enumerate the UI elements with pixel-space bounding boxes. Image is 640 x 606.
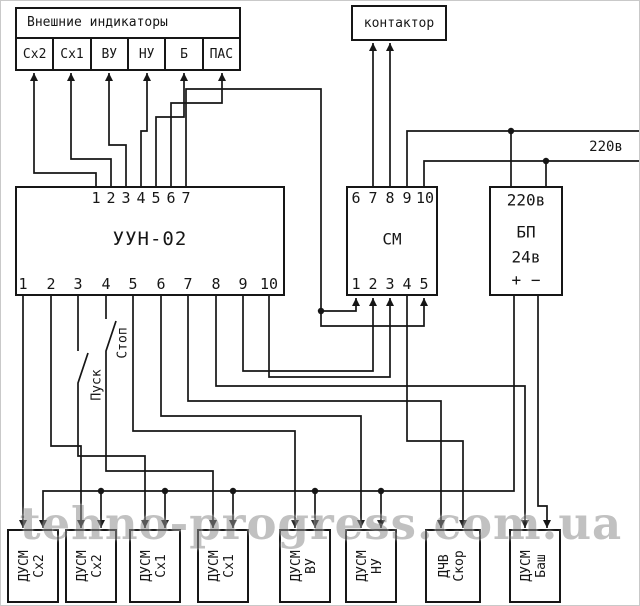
external-indicators-box: Внешние индикаторы Сх2 Сх1 ВУ НУ Б ПАС (15, 7, 241, 71)
sm-bottom-terminal-2: 2 (368, 275, 378, 293)
bp-input-label: 220в (506, 190, 546, 210)
sm-top-terminal-8: 8 (385, 189, 395, 207)
bp-polarity-label: + − (511, 270, 541, 290)
uun-bottom-terminal-7: 7 (183, 275, 193, 293)
sm-top-terminal-9: 9 (402, 189, 412, 207)
sensor-type: ДУСМ (75, 550, 91, 582)
uun-bottom-terminal-1: 1 (18, 275, 28, 293)
sm-bottom-terminal-3: 3 (385, 275, 395, 293)
contactor-box: контактор (351, 5, 447, 41)
start-switch-label: Пуск (89, 369, 105, 401)
uun-02-label: УУН-02 (112, 228, 188, 250)
sm-bottom-terminal-5: 5 (419, 275, 429, 293)
indicator-cell-pas: ПАС (201, 39, 239, 69)
uun-top-terminal-2: 2 (106, 189, 116, 207)
indicator-cell-nu: НУ (126, 39, 164, 69)
uun-bottom-terminal-5: 5 (128, 275, 138, 293)
sensor-type: ДУСМ (17, 550, 33, 582)
sensor-type: ДЧВ (437, 554, 453, 578)
stop-switch-label: Стоп (115, 327, 131, 359)
bp-output-label: 24в (511, 247, 541, 267)
uun-bottom-terminal-8: 8 (211, 275, 221, 293)
sensor-channel: Сх1 (154, 554, 169, 578)
uun-bottom-terminal-9: 9 (238, 275, 248, 293)
sm-top-terminal-10: 10 (415, 189, 435, 207)
uun-bottom-terminal-2: 2 (46, 275, 56, 293)
uun-top-terminal-1: 1 (91, 189, 101, 207)
uun-bottom-terminal-10: 10 (259, 275, 279, 293)
power-supply-box (489, 186, 563, 296)
junction-dots (97, 127, 550, 495)
sensor-type: ДУСМ (207, 550, 223, 582)
sm-bottom-terminal-4: 4 (402, 275, 412, 293)
uun-top-terminal-6: 6 (166, 189, 176, 207)
indicator-cell-sx2: Сх2 (22, 46, 47, 62)
indicator-cell-vu: ВУ (89, 39, 127, 69)
sensor-type: ДУСМ (355, 550, 371, 582)
sensor-channel: Сх2 (90, 554, 105, 578)
sm-top-terminal-6: 6 (351, 189, 361, 207)
indicator-cell-sx1: Сх1 (52, 39, 89, 69)
uun-02-box (15, 186, 285, 296)
uun-top-terminal-4: 4 (136, 189, 146, 207)
external-indicators-title: Внешние индикаторы (27, 15, 168, 30)
sensor-channel: ВУ (304, 558, 319, 574)
sensor-type: ДУСМ (289, 550, 305, 582)
uun-bottom-terminal-6: 6 (156, 275, 166, 293)
indicator-cells-row: Сх2 Сх1 ВУ НУ Б ПАС (17, 37, 239, 69)
sensor-channel: Сх1 (222, 554, 237, 578)
sm-bottom-terminal-1: 1 (351, 275, 361, 293)
uun-top-terminal-7: 7 (181, 189, 191, 207)
sm-top-terminal-7: 7 (368, 189, 378, 207)
indicator-cell-b: Б (164, 39, 201, 69)
contactor-label: контактор (363, 15, 435, 31)
sensor-channel: Сх2 (32, 554, 47, 578)
uun-bottom-terminal-3: 3 (73, 275, 83, 293)
sensor-channel: Баш (534, 554, 549, 578)
uun-bottom-terminal-4: 4 (101, 275, 111, 293)
sensor-channel: Скор (452, 550, 467, 582)
sensor-channel: НУ (370, 558, 385, 574)
wires-group (19, 43, 639, 528)
sm-label: СМ (382, 229, 402, 249)
uun-top-terminal-3: 3 (121, 189, 131, 207)
uun-top-terminal-5: 5 (151, 189, 161, 207)
sensor-type: ДУСМ (139, 550, 155, 582)
bp-name-label: БП (516, 222, 536, 242)
mains-voltage-label: 220в (589, 139, 623, 155)
sm-box (346, 186, 438, 296)
sensor-type: ДУСМ (519, 550, 535, 582)
